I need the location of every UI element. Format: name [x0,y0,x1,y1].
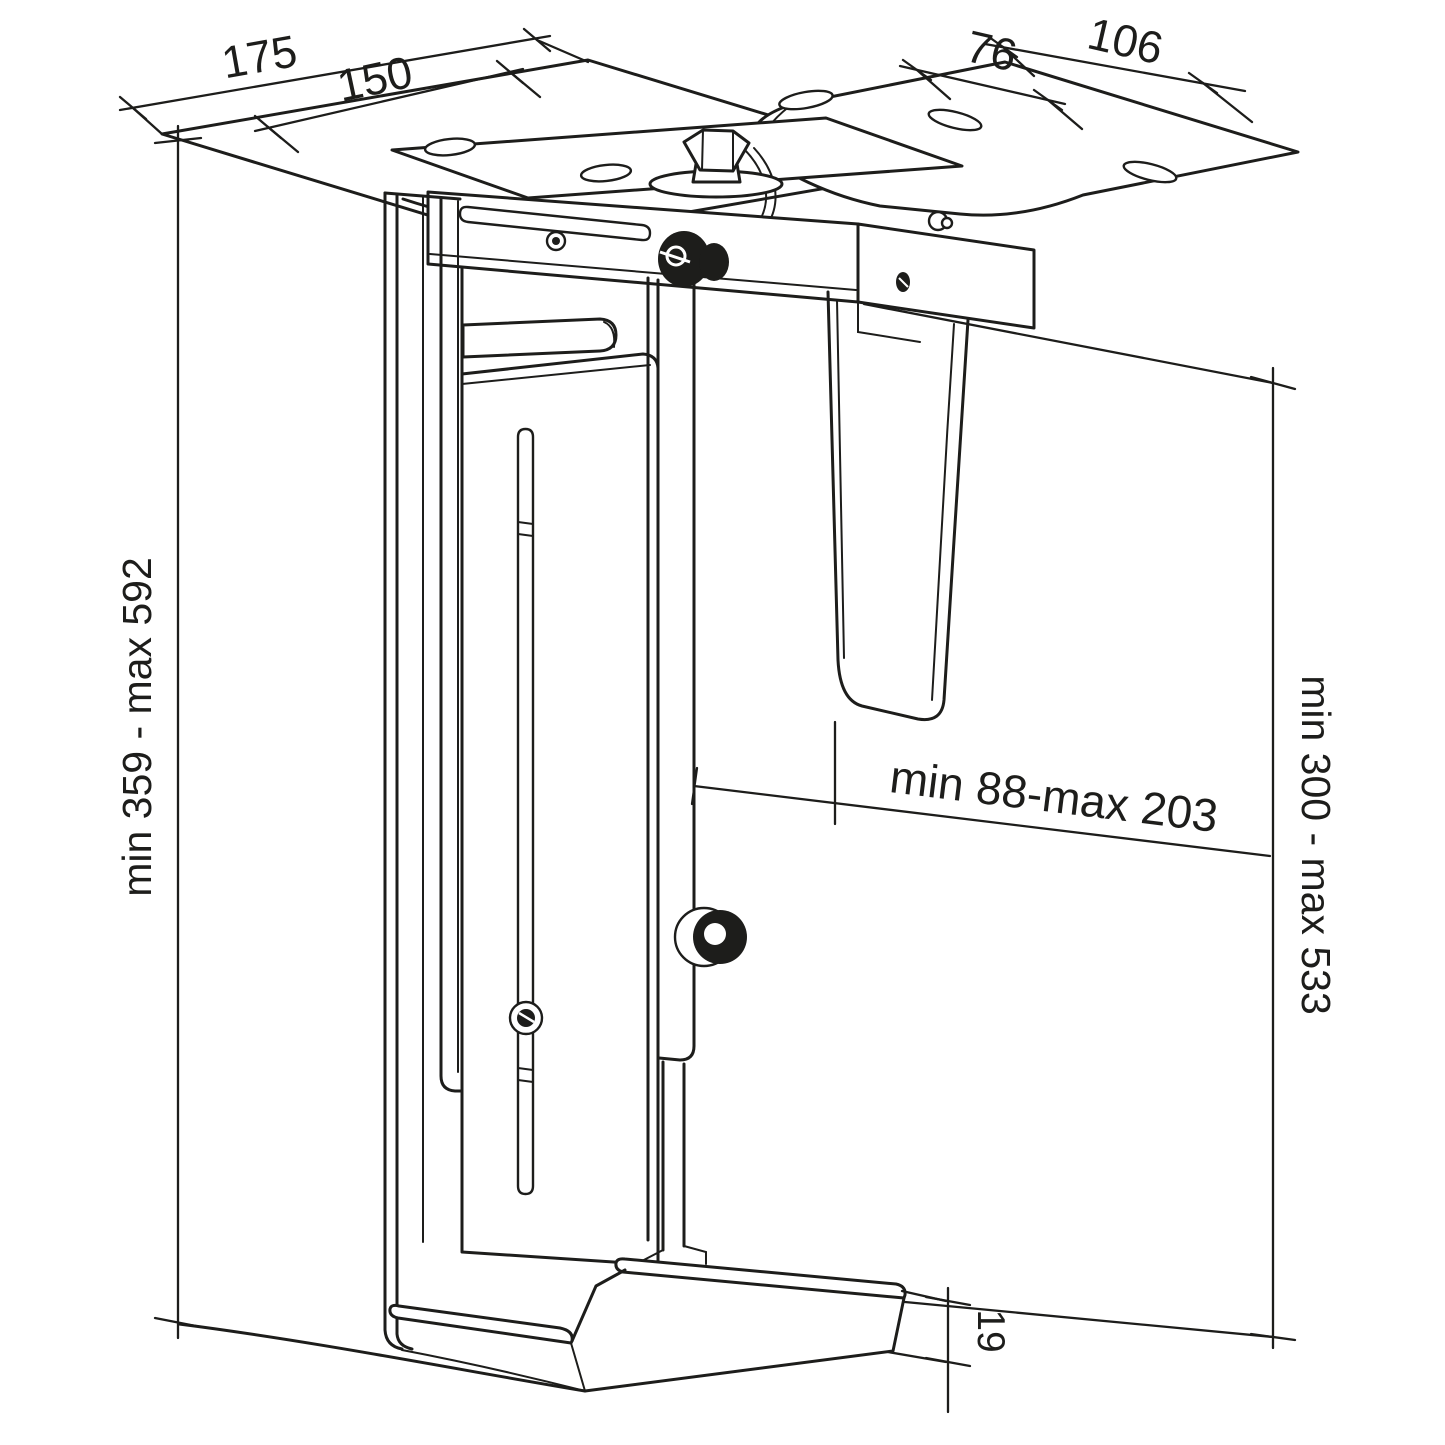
dim-cpu-width: min 88-max 203 [690,720,1272,858]
dim-lip-height: 19 [886,1286,1012,1414]
dim-label-cpu-width: min 88-max 203 [887,750,1221,842]
tray-left-lip [388,1303,574,1345]
swivel-bolt [648,128,784,199]
dim-total-height: min 359 - max 592 [114,124,203,1340]
hanging-strap [826,290,970,722]
dim-label-76: 76 [961,20,1021,81]
dim-label-total-height: min 359 - max 592 [114,557,160,897]
top-rail [426,190,1036,343]
dim-label-lip-height: 19 [969,1309,1012,1352]
bottom-tray [177,1257,907,1393]
left-slide-plate [460,266,660,1267]
dim-label-cpu-height: min 300 - max 533 [1293,675,1339,1015]
dim-label-175: 175 [218,25,301,88]
dim-cpu-height: min 300 - max 533 [862,302,1339,1350]
handle-bar [461,317,618,359]
right-column [639,276,747,1265]
dim-175: 175 [118,25,590,136]
height-slot [516,427,535,1196]
dim-76: 76 [898,20,1084,131]
tray-right-lip [614,1257,907,1300]
left-outer-channel [383,191,464,1351]
